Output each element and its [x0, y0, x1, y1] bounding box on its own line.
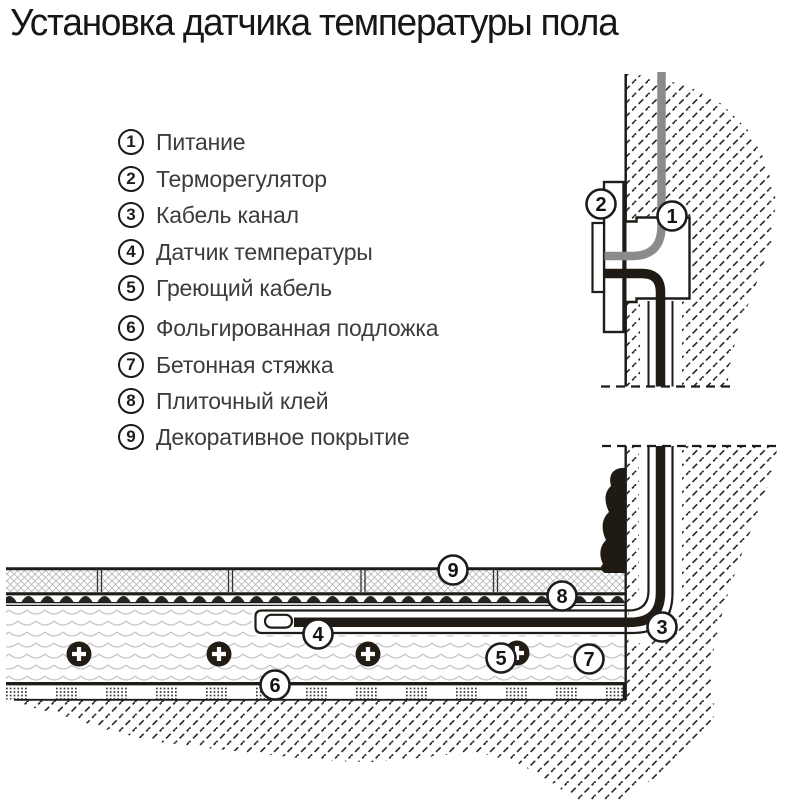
- legend-item-label: Фольгированная подложка: [156, 314, 439, 341]
- callout-9: 9: [437, 554, 469, 586]
- legend-number-badge: 7: [118, 352, 144, 378]
- legend-number-badge: 2: [118, 166, 144, 192]
- legend-item-6: 6 Фольгированная подложка: [118, 313, 439, 343]
- legend-number-badge: 4: [118, 239, 144, 265]
- callout-6: 6: [259, 669, 291, 701]
- legend-item-5: 5 Греющий кабель: [118, 273, 332, 303]
- temperature-sensor: [263, 613, 294, 629]
- svg-text:9: 9: [447, 560, 458, 582]
- callout-2: 2: [585, 188, 617, 220]
- callout-8: 8: [546, 580, 578, 612]
- svg-text:2: 2: [595, 194, 606, 216]
- legend-item-label: Бетонная стяжка: [156, 351, 334, 378]
- svg-text:6: 6: [269, 675, 280, 697]
- legend-item-3: 3 Кабель канал: [118, 200, 299, 230]
- legend-item-label: Декоративное покрытие: [156, 423, 410, 450]
- legend-item-7: 7 Бетонная стяжка: [118, 350, 334, 380]
- callout-7: 7: [573, 643, 605, 675]
- legend-number-badge: 5: [118, 275, 144, 301]
- channel-end-cap: [254, 609, 263, 635]
- callout-3: 3: [646, 611, 678, 643]
- legend-item-label: Греющий кабель: [156, 274, 332, 301]
- tile-joints: [96, 569, 499, 592]
- channel-inner-line: [262, 446, 650, 612]
- callout-4: 4: [302, 618, 334, 650]
- svg-text:5: 5: [495, 648, 506, 670]
- legend-item-1: 1 Питание: [118, 127, 246, 157]
- diagram-callouts: 1 2 3 4 5 6 7 8: [259, 188, 688, 701]
- foil-underlay: [6, 682, 626, 701]
- wall-upper-section: [591, 72, 776, 388]
- legend-number-badge: 6: [118, 315, 144, 341]
- legend-item-label: Кабель канал: [156, 201, 299, 228]
- legend-item-label: Питание: [156, 128, 246, 155]
- junction-box: [626, 216, 691, 304]
- floor-layers: [6, 446, 628, 701]
- legend-item-label: Датчик температуры: [156, 238, 373, 265]
- legend-item-8: 8 Плиточный клей: [118, 386, 329, 416]
- svg-text:4: 4: [312, 624, 324, 646]
- callout-1: 1: [656, 200, 688, 232]
- legend-item-label: Плиточный клей: [156, 387, 329, 414]
- tile-layer: [6, 570, 626, 592]
- callout-5: 5: [485, 642, 517, 674]
- legend-number-badge: 1: [118, 129, 144, 155]
- legend-item-4: 4 Датчик температуры: [118, 237, 373, 267]
- heating-cable-icon: [206, 641, 232, 667]
- legend-item-2: 2 Терморегулятор: [118, 164, 327, 194]
- cable-channel-upper: [647, 301, 674, 387]
- legend-item-9: 9 Декоративное покрытие: [118, 422, 410, 452]
- sensor-cable-upper: [604, 268, 666, 387]
- wall-lower-and-base-hatch: [20, 446, 778, 800]
- adhesive-layer: [6, 592, 626, 607]
- svg-text:1: 1: [666, 206, 677, 228]
- heating-cable-icon: [66, 641, 92, 667]
- legend-number-badge: 9: [118, 424, 144, 450]
- legend-number-badge: 3: [118, 202, 144, 228]
- svg-text:3: 3: [656, 617, 667, 639]
- wall-sealant-blob: [600, 467, 626, 573]
- svg-text:8: 8: [556, 586, 567, 608]
- legend-number-badge: 8: [118, 388, 144, 414]
- svg-text:7: 7: [583, 649, 594, 671]
- heating-cable-icon: [355, 641, 381, 667]
- page-title: Установка датчика температуры пола: [10, 2, 619, 44]
- thermostat-side-plate: [591, 221, 606, 294]
- legend-item-label: Терморегулятор: [156, 165, 327, 192]
